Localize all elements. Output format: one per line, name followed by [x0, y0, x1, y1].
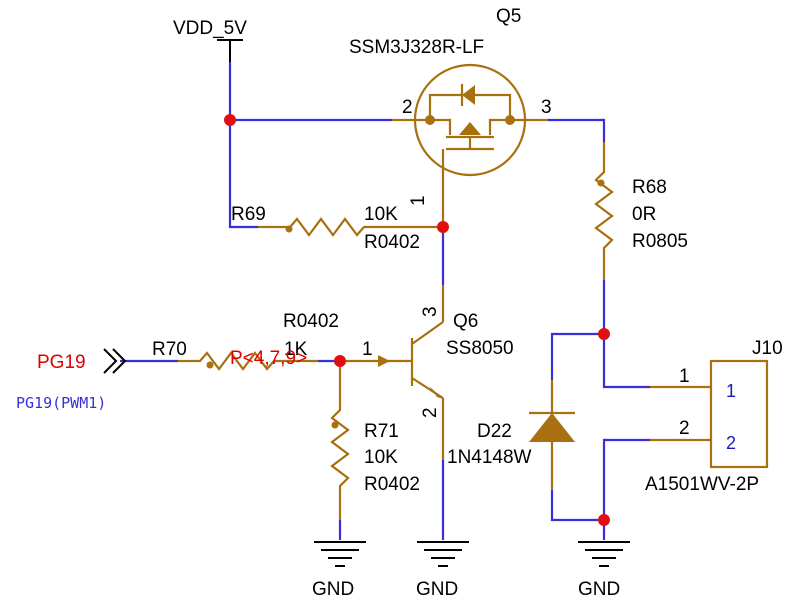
r68-ref: R68	[632, 177, 667, 198]
j10-body	[709, 359, 769, 469]
junction-q5-gate	[437, 221, 449, 233]
wire-vdd-to-r69	[228, 120, 258, 229]
wires	[120, 62, 650, 540]
q6-transistor: Q6 SS8050 R0402 1 3 2	[283, 285, 514, 460]
junction-gnd-node	[598, 514, 610, 526]
wire-diode-anode-to-gnd	[550, 490, 604, 522]
j10-pin2-label: 2	[679, 418, 690, 439]
q6-pin-collector: 3	[420, 306, 441, 317]
r69-value: 10K	[364, 204, 398, 225]
q6-ref: Q6	[453, 311, 478, 332]
wire-node-to-j10-pin1	[602, 334, 650, 389]
r71-footprint: R0402	[364, 474, 420, 495]
q6-footprint: R0402	[283, 311, 339, 332]
gnd-symbol-left: GND	[312, 541, 366, 600]
q5-ref: Q5	[496, 6, 521, 27]
r71-value: 10K	[364, 447, 398, 468]
r68-resistor: R68 0R R0805	[594, 142, 688, 280]
r70-ref: R70	[152, 339, 187, 360]
q6-pin-emitter: 2	[420, 407, 441, 418]
j10-pin1-label: 1	[679, 366, 690, 387]
r69-resistor: R69 10K R0402	[231, 204, 443, 253]
r69-footprint: R0402	[364, 232, 420, 253]
gnd-symbol-middle: GND	[416, 541, 469, 600]
pg19-net-label: PG19	[37, 352, 86, 373]
r68-value: 0R	[632, 204, 656, 225]
wire-node-to-diode-cathode	[550, 332, 604, 380]
gnd-label-middle: GND	[416, 579, 458, 600]
j10-part: A1501WV-2P	[645, 474, 759, 495]
j10-pin1-num: 1	[726, 381, 736, 401]
pg19-port: PG19 PG19(PWM1)	[16, 348, 127, 412]
gnd-label-right: GND	[578, 579, 620, 600]
vdd-symbol: VDD_5V	[173, 18, 247, 62]
j10-pin2-num: 2	[726, 433, 736, 453]
d22-part: 1N4148W	[447, 447, 532, 468]
junction-vdd	[224, 114, 236, 126]
wire-q5-drain-to-r68	[548, 118, 606, 142]
q5-part: SSM3J328R-LF	[349, 37, 484, 58]
q5-channel-arrow	[459, 122, 481, 135]
r70-annotation: P<4,7,9>	[230, 348, 307, 369]
r70-resistor: R70 1K P<4,7,9>	[152, 339, 318, 371]
junction-drain-node	[598, 328, 610, 340]
r68-footprint: R0805	[632, 231, 688, 252]
q5-body-diode	[462, 85, 475, 105]
gnd-label-left: GND	[312, 579, 354, 600]
r71-resistor: R71 10K R0402	[330, 361, 420, 520]
d22-diode: D22 1N4148W	[447, 380, 575, 490]
q5-mosfet: Q5 SSM3J328R-LF 2 3 1	[349, 6, 552, 227]
gnd-symbol-right: GND	[578, 541, 630, 600]
q6-part: SS8050	[446, 338, 514, 359]
r70-value: 1K	[284, 339, 308, 360]
pg19-alias: PG19(PWM1)	[16, 394, 106, 412]
j10-ref: J10	[752, 338, 783, 359]
d22-triangle	[529, 413, 575, 442]
r71-ref: R71	[364, 421, 399, 442]
d22-ref: D22	[477, 421, 512, 442]
q5-pin-drain: 3	[541, 97, 552, 118]
j10-connector: J10 1 2 1 2 A1501WV-2P	[645, 338, 783, 495]
junction-q6-base	[334, 355, 346, 367]
vdd-label: VDD_5V	[173, 18, 247, 39]
r69-ref: R69	[231, 204, 266, 225]
q6-base-arrow	[378, 355, 390, 367]
q5-pin-source: 2	[402, 97, 413, 118]
wire-j10-pin2-to-gnd	[602, 438, 650, 520]
q5-pin-gate: 1	[408, 195, 429, 206]
q6-pin-base: 1	[362, 339, 373, 360]
junctions	[224, 114, 610, 526]
